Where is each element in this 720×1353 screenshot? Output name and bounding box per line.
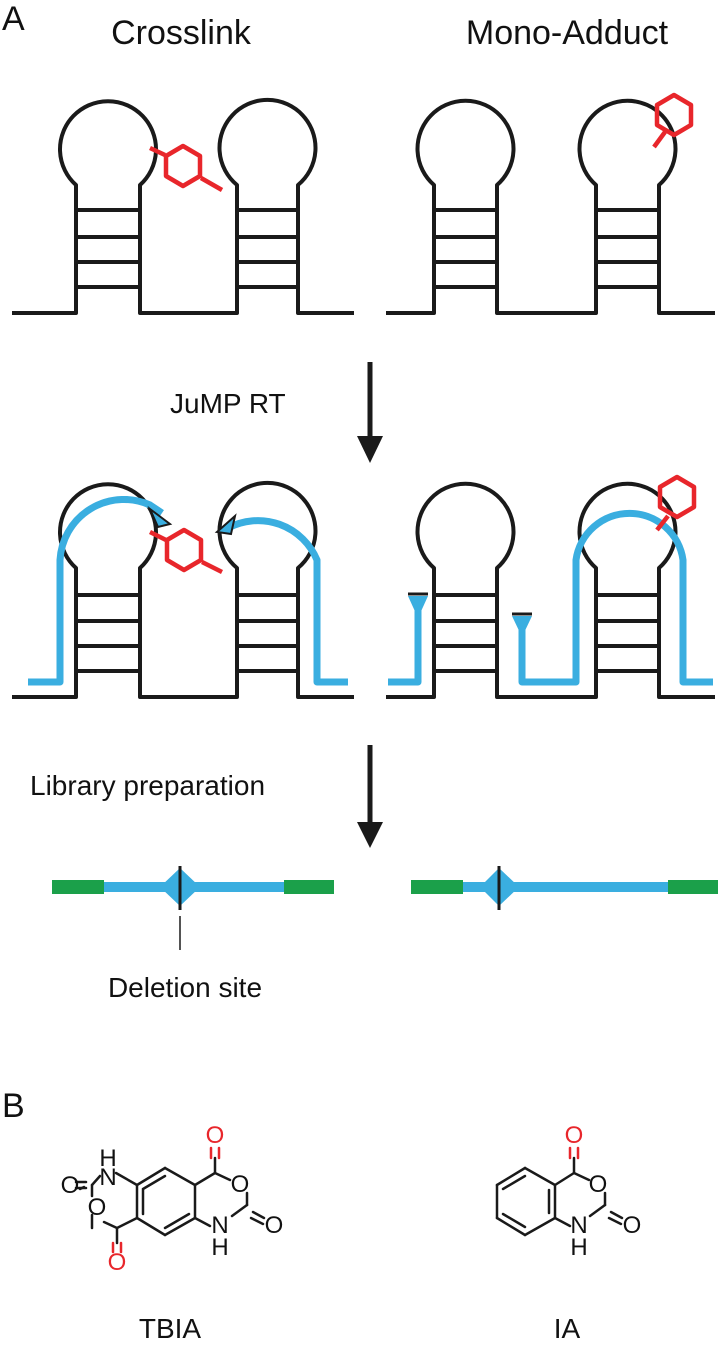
library-preparation-label: Library preparation [30, 770, 265, 801]
tbia-o-right: O [265, 1212, 284, 1239]
ia-n: N [570, 1212, 587, 1239]
ia-h: H [570, 1234, 587, 1261]
panel-b-label: B [2, 1087, 25, 1125]
tbia-o-ring-right: O [231, 1171, 250, 1198]
tbia-o-bottom: O [108, 1249, 127, 1276]
tbia-h-bottom: H [211, 1234, 228, 1261]
crosslink-rt-rna [12, 481, 354, 699]
ia-o-ring: O [589, 1171, 608, 1198]
mono-adduct-rna [386, 98, 715, 315]
mono-adduct-cdna [388, 509, 713, 686]
crosslink-rt-molecule [148, 530, 224, 575]
mono-adduct-title: Mono-Adduct [466, 14, 669, 52]
crosslink-rna [12, 98, 354, 315]
tbia-o-ring-left: O [88, 1194, 107, 1221]
crosslink-read [52, 866, 334, 910]
panel-a-label: A [2, 0, 25, 38]
mono-adduct-molecule [652, 95, 691, 149]
mono-adduct-read [411, 866, 718, 910]
tbia-o-top: O [206, 1122, 225, 1149]
tbia-n-top: N [99, 1164, 116, 1191]
ia-name: IA [554, 1313, 581, 1344]
arrow-down-rt [357, 362, 383, 463]
tbia-structure [74, 1146, 266, 1254]
ia-o-right: O [623, 1212, 642, 1239]
crosslink-cdna [28, 495, 348, 686]
deletion-site-label: Deletion site [108, 972, 262, 1003]
tbia-n-bottom: N [211, 1212, 228, 1239]
ia-structure [495, 1146, 624, 1237]
tbia-h-top: H [99, 1145, 116, 1172]
arrow-down-library [357, 745, 383, 848]
jump-rt-label: JuMP RT [170, 388, 286, 419]
crosslinker-molecule [149, 146, 224, 192]
tbia-name: TBIA [139, 1313, 202, 1344]
tbia-atoms: H N O O O O O O N H [61, 1122, 284, 1276]
ia-o-top: O [565, 1122, 584, 1149]
tbia-o-left: O [61, 1172, 80, 1199]
mono-adduct-rt-rna [386, 481, 715, 699]
crosslink-title: Crosslink [111, 14, 252, 52]
ia-atoms: O O O N H [565, 1122, 642, 1261]
mono-adduct-rt-molecule [655, 477, 694, 532]
